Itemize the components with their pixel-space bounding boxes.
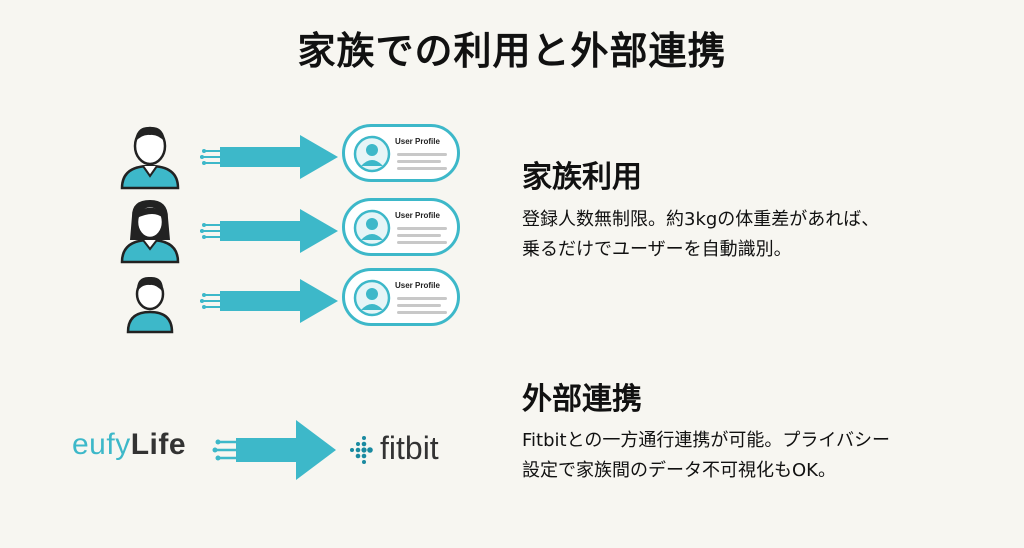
child-user-icon <box>126 276 174 334</box>
external-description-line-1: Fitbitとの一方通行連携が可能。プライバシー <box>522 430 891 451</box>
text-line <box>397 167 447 170</box>
text-line <box>397 304 441 307</box>
man-user-icon <box>120 126 180 190</box>
profile-avatar-icon <box>353 279 391 317</box>
family-description-line-2: 乗るだけでユーザーを自動識別。 <box>522 239 792 260</box>
text-line <box>397 311 447 314</box>
text-line <box>397 160 441 163</box>
family-heading: 家族利用 <box>522 160 642 195</box>
profile-row-1: User Profile <box>110 122 470 192</box>
profile-card-label: User Profile <box>395 281 440 290</box>
external-description-line-2: 設定で家族間のデータ不可視化もOK。 <box>522 460 836 481</box>
external-heading: 外部連携 <box>522 382 642 417</box>
profile-avatar-icon <box>353 209 391 247</box>
text-line <box>397 241 447 244</box>
text-line <box>397 234 441 237</box>
circuit-arrow-icon <box>212 420 336 480</box>
eufy-logo-text: eufy <box>72 428 131 461</box>
family-description-line-1: 登録人数無制限。約3kgの体重差があれば、 <box>522 209 880 230</box>
text-line <box>397 153 447 156</box>
profile-row-3: User Profile <box>110 266 470 336</box>
profile-avatar-icon <box>353 135 391 173</box>
text-line <box>397 227 447 230</box>
eufylife-logo: eufyLife <box>72 428 186 462</box>
fitbit-dots-icon <box>350 436 373 464</box>
woman-user-icon <box>120 200 180 264</box>
profile-card-label: User Profile <box>395 211 440 220</box>
text-line <box>397 297 447 300</box>
fitbit-logo-text: fitbit <box>380 430 439 466</box>
circuit-arrow-icon <box>200 279 338 323</box>
life-logo-text: Life <box>130 428 187 461</box>
circuit-arrow-icon <box>200 135 338 179</box>
profile-card-label: User Profile <box>395 137 440 146</box>
circuit-arrow-icon <box>200 209 338 253</box>
user-profile-card: User Profile <box>342 268 460 326</box>
user-profile-card: User Profile <box>342 124 460 182</box>
page-title: 家族での利用と外部連携 <box>297 29 727 73</box>
profile-row-2: User Profile <box>110 196 470 266</box>
user-profile-card: User Profile <box>342 198 460 256</box>
